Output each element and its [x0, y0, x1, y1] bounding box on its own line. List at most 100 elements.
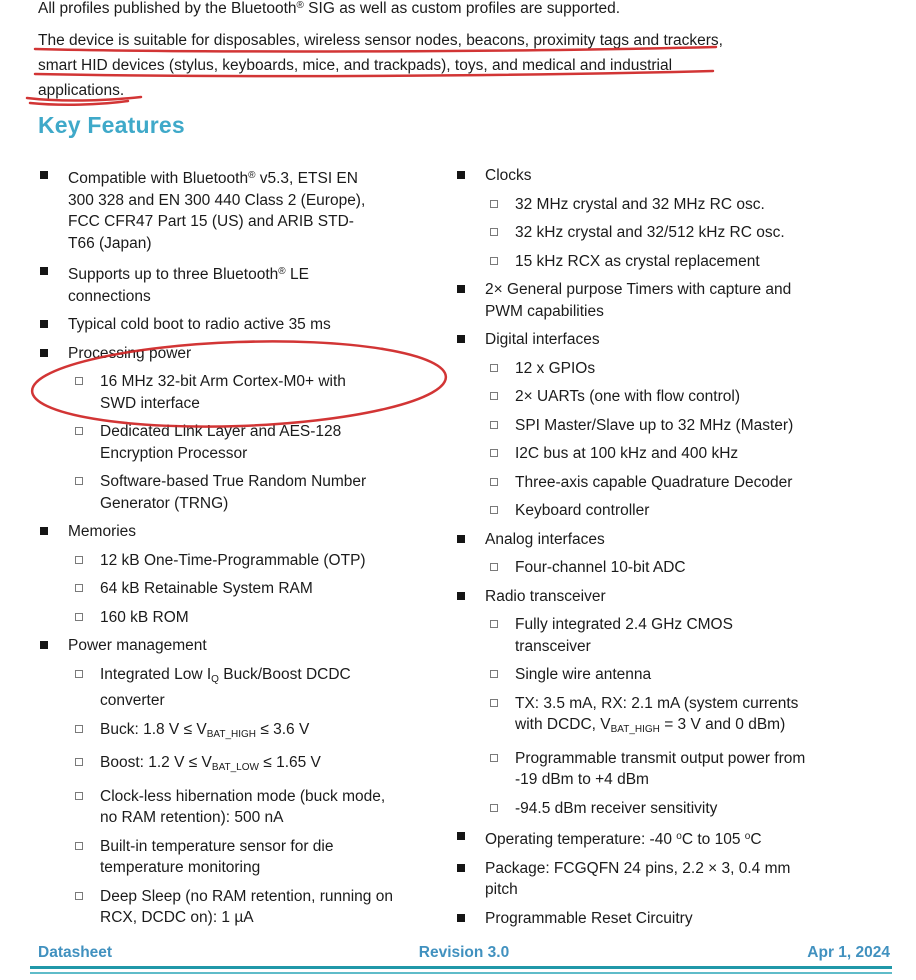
feature-text: Boost: 1.2 V ≤ VBAT_LOW ≤ 1.65 V [100, 754, 321, 773]
feature-item: Radio transceiver [455, 586, 891, 608]
filled-square-bullet-icon [457, 285, 465, 293]
filled-square-bullet-icon [40, 641, 48, 649]
open-square-bullet-icon [490, 477, 498, 486]
filled-square-bullet-icon [457, 832, 465, 840]
feature-text: Clock-less hibernation mode (buck mode,n… [100, 787, 386, 827]
open-square-bullet-icon [75, 377, 83, 385]
filled-square-bullet-icon [40, 267, 48, 275]
open-square-bullet-icon [490, 670, 498, 678]
feature-item: Buck: 1.8 V ≤ VBAT_HIGH ≤ 3.6 V [75, 719, 450, 746]
open-square-bullet-icon [75, 612, 83, 621]
feature-text: 2× UARTs (one with flow control) [515, 388, 740, 405]
open-square-bullet-icon [75, 477, 83, 485]
feature-text: Keyboard controller [515, 502, 650, 519]
footer-rule-light [30, 972, 892, 974]
feature-text: Memories [68, 523, 137, 540]
feature-item: 2× UARTs (one with flow control) [490, 386, 891, 408]
feature-text: Clocks [485, 167, 532, 184]
features-left-column: Compatible with Bluetooth® v5.3, ETSI EN… [38, 165, 450, 936]
footer-revision: Revision 3.0 [418, 944, 510, 961]
open-square-bullet-icon [490, 753, 498, 762]
open-square-bullet-icon [75, 669, 83, 678]
open-square-bullet-icon [75, 791, 83, 800]
description-line: smart HID devices (stylus, keyboards, mi… [38, 57, 673, 74]
feature-text: Three-axis capable Quadrature Decoder [515, 473, 793, 491]
feature-text: I2C bus at 100 kHz and 400 kHz [515, 445, 739, 462]
feature-text: Package: FCGQFN 24 pins, 2.2 × 3, 0.4 mm… [485, 859, 791, 899]
open-square-bullet-icon [490, 698, 498, 707]
filled-square-bullet-icon [457, 913, 465, 922]
feature-item: Digital interfaces [455, 329, 891, 351]
open-square-bullet-icon [490, 803, 498, 812]
description-line: The device is suitable for disposables, … [38, 32, 723, 49]
feature-text: 12 kB One-Time-Programmable (OTP) [100, 551, 366, 569]
filled-square-bullet-icon [457, 534, 465, 543]
page-footer: Datasheet Revision 3.0 Apr 1, 2024 [38, 944, 890, 962]
footer-date: Apr 1, 2024 [807, 944, 890, 961]
open-square-bullet-icon [490, 420, 498, 429]
feature-text: 32 kHz crystal and 32/512 kHz RC osc. [515, 224, 785, 241]
feature-item: 32 kHz crystal and 32/512 kHz RC osc. [490, 222, 891, 244]
open-square-bullet-icon [490, 228, 498, 236]
open-square-bullet-icon [75, 758, 83, 766]
feature-text: -94.5 dBm receiver sensitivity [515, 799, 718, 817]
feature-item: Programmable transmit output power from-… [490, 748, 891, 791]
feature-item: Memories [38, 521, 450, 543]
open-square-bullet-icon [490, 199, 498, 208]
filled-square-bullet-icon [40, 171, 48, 179]
feature-text: 15 kHz RCX as crystal replacement [515, 252, 760, 270]
filled-square-bullet-icon [40, 320, 48, 328]
feature-text: Power management [68, 637, 207, 654]
description-paragraph: The device is suitable for disposables, … [38, 28, 723, 103]
open-square-bullet-icon [75, 841, 83, 850]
feature-item: Power management [38, 635, 450, 657]
filled-square-bullet-icon [40, 348, 48, 357]
open-square-bullet-icon [75, 427, 83, 435]
open-square-bullet-icon [490, 563, 498, 571]
feature-text: Typical cold boot to radio active 35 ms [68, 316, 331, 333]
feature-item: Package: FCGQFN 24 pins, 2.2 × 3, 0.4 mm… [455, 858, 891, 901]
feature-item: Single wire antenna [490, 664, 891, 686]
feature-item: Boost: 1.2 V ≤ VBAT_LOW ≤ 1.65 V [75, 752, 450, 779]
feature-item: Processing power [38, 343, 450, 365]
feature-item: Typical cold boot to radio active 35 ms [38, 314, 450, 336]
feature-text: Programmable Reset Circuitry [485, 909, 693, 927]
open-square-bullet-icon [75, 724, 83, 733]
feature-text: Digital interfaces [485, 331, 600, 348]
footer-doc-type: Datasheet [38, 944, 113, 961]
key-features-heading: Key Features [38, 112, 185, 138]
open-square-bullet-icon [490, 363, 498, 372]
filled-square-bullet-icon [457, 863, 465, 872]
feature-text: Radio transceiver [485, 587, 606, 605]
feature-text: SPI Master/Slave up to 32 MHz (Master) [515, 416, 794, 434]
feature-text: Analog interfaces [485, 530, 605, 548]
feature-text: Four-channel 10-bit ADC [515, 559, 686, 576]
open-square-bullet-icon [75, 891, 83, 900]
feature-item: Three-axis capable Quadrature Decoder [490, 472, 891, 494]
feature-text: Buck: 1.8 V ≤ VBAT_HIGH ≤ 3.6 V [100, 720, 310, 740]
feature-text: Single wire antenna [515, 666, 652, 683]
feature-text: Operating temperature: -40 oC to 105 oC [485, 831, 762, 848]
footer-rule-dark [30, 966, 892, 969]
open-square-bullet-icon [490, 620, 498, 628]
feature-item: Clock-less hibernation mode (buck mode,n… [75, 786, 450, 829]
feature-text: 2× General purpose Timers with capture a… [485, 281, 792, 320]
feature-item: -94.5 dBm receiver sensitivity [490, 798, 891, 820]
description-line: applications. [38, 82, 125, 99]
feature-item: Programmable Reset Circuitry [455, 908, 891, 930]
feature-text: Compatible with Bluetooth® v5.3, ETSI EN… [68, 170, 366, 252]
feature-item: SPI Master/Slave up to 32 MHz (Master) [490, 415, 891, 437]
